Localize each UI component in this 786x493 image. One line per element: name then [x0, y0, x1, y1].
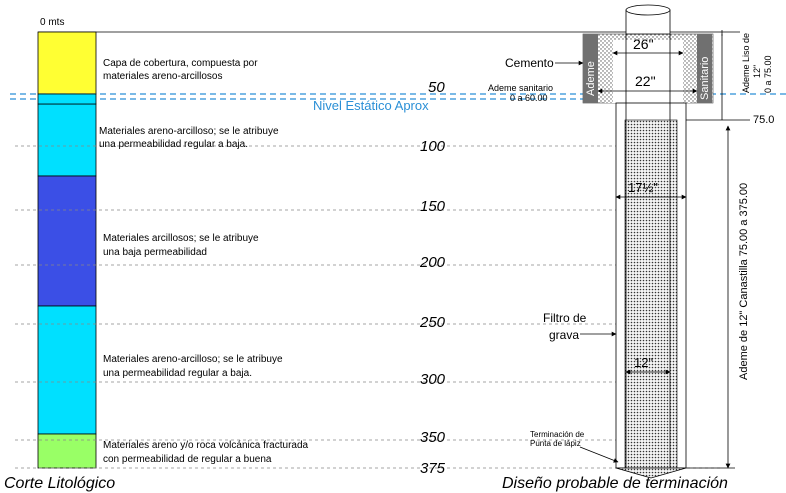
depth-gridlines — [15, 145, 720, 469]
gravel-pack — [624, 119, 678, 469]
dim-12: 12" — [634, 355, 653, 370]
dim-17: 17½" — [628, 180, 658, 195]
pencil-point — [615, 467, 687, 479]
liso-label-3: 0 a 75.00 — [763, 55, 773, 93]
liso-label: Ademe Liso de — [741, 33, 751, 93]
cemento-label: Cemento — [505, 56, 554, 70]
layer-desc: Materiales areno y/o roca volcánica frac… — [103, 440, 309, 451]
layer-sand-clay-upper — [37, 103, 97, 177]
ademe-sanitario-label: Ademe sanitario — [488, 83, 553, 93]
layer-desc: Capa de cobertura, compuesta por — [103, 58, 258, 69]
depth-mark: 50 — [428, 79, 445, 96]
filtro-label: Filtro de — [543, 311, 587, 325]
layer-desc: Materiales areno-arcilloso; se le atribu… — [99, 126, 279, 137]
ademe-wall-left — [583, 34, 598, 103]
cement-left — [605, 40, 613, 103]
layer-cover — [37, 31, 97, 95]
terminacion-label: Terminación de — [530, 430, 585, 439]
layer-clay — [37, 175, 97, 307]
sanitario-tag: Sanitario — [699, 57, 711, 100]
layer-desc: una permeabilidad regular a baja. — [103, 368, 252, 379]
ademe-wall-right — [697, 34, 712, 103]
depth-mark: 200 — [419, 254, 446, 271]
static-level-label: Nivel Estático Aprox — [313, 98, 429, 113]
depth-mark: 350 — [420, 429, 446, 446]
well-design: Ademe Sanitario 26" 22" 17½" 12" Cemento… — [488, 4, 774, 479]
layer-desc: con permeabilidad de regular a buena — [103, 454, 272, 465]
layer-desc: Materiales arcillosos; se le atribuye — [103, 233, 259, 244]
layer-descriptions: Capa de cobertura, compuesta por materia… — [99, 58, 309, 465]
value-75: 75.0 — [753, 114, 774, 126]
depth-mark: 100 — [420, 138, 446, 155]
layer-desc: una permeabilidad regular a baja. — [99, 139, 248, 150]
dim-22: 22" — [635, 73, 656, 89]
depth-marks: 50 100 150 200 250 300 350 375 — [419, 79, 446, 477]
ademe-sanitario-range: 0 a 60.00 — [510, 93, 548, 103]
lithology-column — [37, 31, 97, 469]
depth-mark: 375 — [420, 460, 446, 477]
depth-mark: 150 — [420, 198, 446, 215]
depth-mark: 250 — [419, 314, 446, 331]
layer-transition — [37, 93, 97, 105]
caption-design: Diseño probable de terminación — [502, 475, 728, 492]
dim-26: 26" — [633, 36, 654, 52]
layer-desc: Materiales areno-arcilloso; se le atribu… — [103, 354, 283, 365]
layer-desc: una baja permeabilidad — [103, 247, 207, 258]
pipe-top-cap — [625, 4, 671, 16]
layer-volcanic — [37, 433, 97, 469]
depth-mark: 300 — [420, 371, 446, 388]
layer-sand-clay-lower — [37, 305, 97, 435]
liso-label-2: 12" — [752, 65, 762, 78]
cement-right — [683, 40, 691, 103]
layer-desc: materiales areno-arcillosos — [103, 71, 223, 82]
canastilla-label: Ademe de 12" Canastilla 75.00 a 375.00 — [738, 183, 750, 380]
filtro-label-2: grava — [549, 328, 579, 342]
terminacion-label-2: Punta de lápiz — [530, 439, 581, 448]
caption-lithology: Corte Litológico — [4, 475, 115, 492]
surface-label: 0 mts — [40, 17, 64, 28]
ademe-tag: Ademe — [585, 61, 597, 96]
